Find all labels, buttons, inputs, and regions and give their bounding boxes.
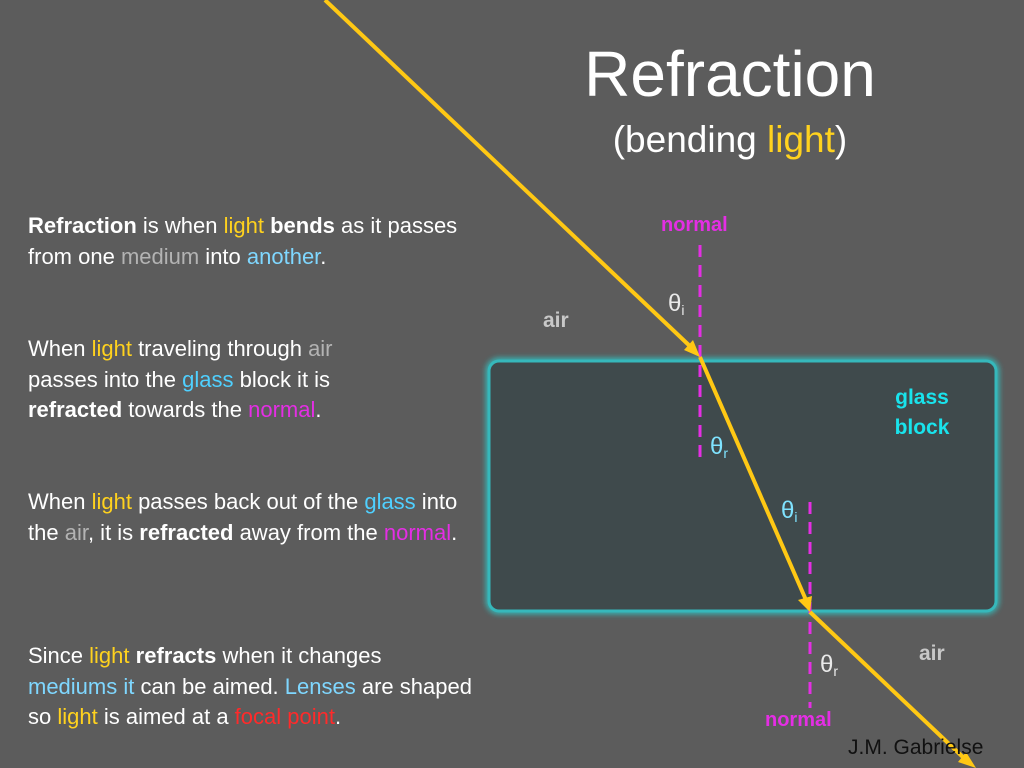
air-label-bottom: air (919, 642, 945, 665)
p2-t10: normal (248, 397, 316, 422)
emergent-ray-arrowhead (958, 752, 976, 768)
glass-label-line1: glass (895, 386, 949, 409)
p4-t5: when it changes (216, 643, 382, 668)
normal-label-bottom: normal (765, 709, 832, 731)
p4-t1: Since (28, 643, 90, 668)
normal-label-top: normal (661, 214, 728, 236)
p4-t7: can be aimed. (134, 673, 285, 699)
theta-symbol: θ (820, 651, 834, 678)
p4-t13: . (334, 704, 342, 729)
p4-t9: are shaped so (28, 673, 472, 730)
p4-t12: focal point (234, 704, 335, 729)
p3-t10: normal (383, 519, 452, 545)
p2-t2: light (91, 336, 132, 361)
air-label-top: air (543, 309, 569, 332)
theta-symbol: θ (710, 433, 724, 460)
subtitle-suffix: ) (834, 119, 848, 160)
refracted-ray (698, 356, 808, 601)
subtitle-highlight: light (767, 119, 835, 160)
paragraph-lenses: Since light refracts when it changes med… (28, 641, 473, 733)
p3-t11: . (451, 519, 458, 545)
refracted-ray-arrowhead (798, 596, 812, 612)
p2-t11: . (315, 397, 322, 422)
paragraph-into-glass: When light traveling through air passes … (28, 334, 408, 426)
p3-t8: refracted (139, 519, 234, 545)
incident-ray-arrowhead (684, 340, 700, 357)
p4-t10: light (57, 704, 98, 729)
p1-t5: bends (270, 213, 335, 238)
p2-t9: towards the (122, 397, 249, 422)
theta-incident-2: θi (781, 497, 797, 525)
p3-t2: light (91, 489, 132, 514)
p1-t2: is when (136, 213, 224, 238)
page-title: Refraction (584, 38, 876, 110)
subtitle-prefix: (bending (612, 119, 768, 160)
p2-t8: refracted (28, 397, 123, 422)
theta-refracted-2: θr (820, 651, 838, 679)
p4-t6: mediums it (28, 673, 135, 699)
p3-t6: air (64, 519, 88, 545)
glass-block-label: glass block (877, 383, 967, 443)
p3-t4: glass (364, 489, 416, 514)
p2-t3: traveling through (131, 336, 309, 361)
glass-label-line2: block (894, 416, 950, 439)
p1-t7: medium (120, 243, 200, 269)
p4-t2: light (89, 643, 130, 668)
p3-t5: into the (28, 489, 458, 545)
p2-t1: When (28, 336, 92, 361)
theta-symbol: θ (668, 290, 682, 317)
p3-t9: away from the (233, 519, 384, 545)
emergent-ray (808, 610, 968, 762)
p2-t5: passes into the (28, 366, 183, 392)
p3-t1: When (28, 489, 92, 514)
glass-block (487, 359, 998, 613)
p2-t6: glass (182, 366, 234, 392)
author-credit: J.M. Gabrielse (848, 736, 984, 759)
theta-incident-1: θi (668, 290, 684, 318)
p1-t6: as it passes from one (28, 213, 458, 269)
p1-t3: light (223, 213, 264, 238)
p1-t1: Refraction (28, 213, 137, 238)
paragraph-out-of-glass: When light passes back out of the glass … (28, 487, 468, 548)
p3-t7: , it is (87, 519, 140, 545)
theta-symbol: θ (781, 497, 795, 524)
page-subtitle: (bending light) (560, 118, 900, 162)
p4-t8: Lenses (284, 673, 356, 699)
p4-t11: is aimed at a (97, 704, 235, 729)
p1-t8: into (199, 243, 247, 269)
theta-sub: i (794, 509, 798, 525)
p2-t4: air (308, 336, 333, 361)
p3-t3: passes back out of the (131, 489, 365, 514)
theta-refracted-1: θr (710, 433, 728, 461)
p1-t10: . (320, 243, 327, 269)
p2-t7: block it is (233, 366, 331, 392)
p4-t4: refracts (135, 643, 217, 668)
theta-sub: i (681, 302, 685, 318)
theta-sub: r (723, 445, 729, 461)
theta-sub: r (833, 663, 839, 679)
paragraph-definition: Refraction is when light bends as it pas… (28, 211, 478, 272)
p1-t9: another (246, 243, 321, 269)
incident-ray (323, 0, 696, 352)
